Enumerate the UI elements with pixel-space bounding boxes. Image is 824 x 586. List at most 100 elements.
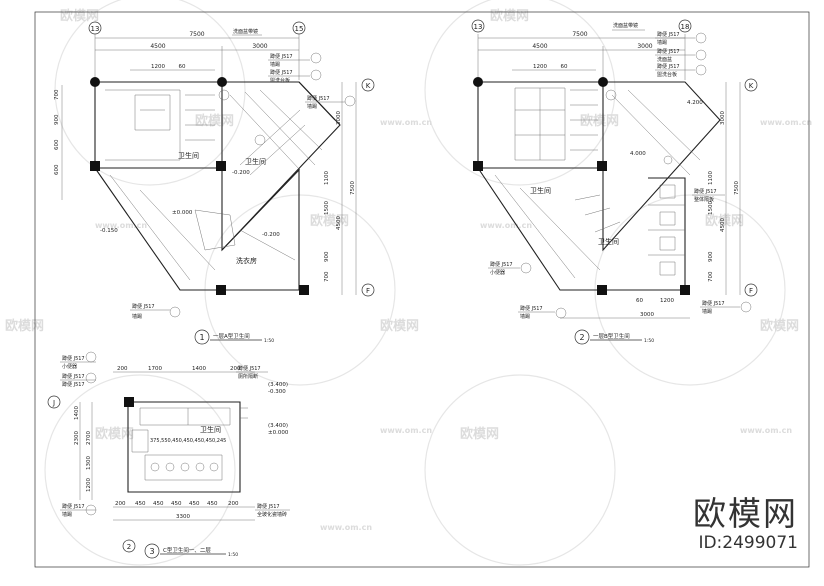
- callout-label: 盥洗台板: [657, 71, 677, 78]
- watermark-brand: 欧模网: [310, 213, 349, 229]
- column: [216, 161, 226, 171]
- axis-label: 2: [127, 543, 131, 551]
- dimension: 7500: [189, 31, 204, 38]
- plan-1: 13 15 K F 7500 4500 3000 1200 60 700 900…: [54, 21, 375, 345]
- dimension: 600: [54, 139, 60, 150]
- watermark-brand: 欧模网: [380, 318, 419, 334]
- watermark-brand: 欧模网: [195, 113, 234, 129]
- watermark-url: www.om.cn: [740, 426, 792, 435]
- level-mark: -0.200: [262, 232, 280, 238]
- axis-bubble: [122, 539, 136, 553]
- axis-label: 13: [474, 23, 483, 31]
- dimension: 4500: [336, 216, 342, 230]
- column: [90, 77, 100, 87]
- dimension: 1200: [86, 478, 92, 492]
- dimension: 1500: [708, 201, 714, 215]
- column: [90, 161, 100, 171]
- dimension: 200: [230, 366, 241, 372]
- callout-label: 蹲便 J517: [62, 503, 85, 510]
- axis-bubble: [744, 283, 758, 297]
- callout-label: 蹲便 J517: [702, 300, 725, 307]
- callout-label: 蹲便 J517: [62, 381, 85, 388]
- level-mark: ±0.000: [268, 430, 289, 436]
- callout-label: 蹲便 J517: [657, 63, 680, 70]
- callout-label: 墙踢: [132, 313, 142, 320]
- dimension: 450: [189, 501, 200, 507]
- watermark-url: www.om.cn: [480, 221, 532, 230]
- level-mark: -0.300: [268, 389, 286, 395]
- axis-label: 15: [295, 25, 304, 33]
- axis-label: K: [366, 82, 371, 90]
- watermark-brand: 欧模网: [760, 318, 799, 334]
- dimension: 1200: [151, 64, 165, 70]
- callout-label: 蹲便 J517: [270, 69, 293, 76]
- column: [680, 285, 690, 295]
- axis-bubble: [744, 78, 758, 92]
- dimension: 700: [54, 89, 60, 100]
- plan-3: J 2 200 1700 1400 200 1400 2300 2700 130…: [47, 351, 290, 559]
- dimension: 4500: [532, 43, 547, 50]
- dimension: 450: [153, 501, 164, 507]
- column: [598, 77, 608, 87]
- callout-label: 洗面盆带镜: [233, 28, 258, 35]
- dimension-chain: 375,550,450,450,450,450,245: [150, 438, 226, 444]
- callout-label: 墙踢: [307, 103, 317, 110]
- watermark-logo: 欧模网: [693, 494, 798, 533]
- callout-label: 墙踢: [657, 39, 667, 46]
- dimension: 1500: [324, 201, 330, 215]
- axis-label: 13: [91, 25, 100, 33]
- plan-2: 13 18 K F 7500 4500 3000 1200 60: [471, 19, 758, 345]
- room-name: 卫生间: [178, 151, 199, 160]
- drawing-caption: 一层B型卫生间: [593, 332, 630, 340]
- dimension: 60: [636, 298, 643, 304]
- axis-bubble: [678, 19, 692, 33]
- column: [473, 77, 483, 87]
- drawing-scale: 1:50: [264, 338, 274, 344]
- dimension: 450: [207, 501, 218, 507]
- dimension: 3000: [252, 43, 267, 50]
- column: [216, 285, 226, 295]
- watermark-brand: 欧模网: [460, 426, 499, 442]
- dimension: 1100: [708, 171, 714, 185]
- room-name: 卫生间: [598, 237, 619, 246]
- dimension: 200: [228, 501, 239, 507]
- caption-bubble: [574, 329, 590, 345]
- callout-label: 洗面盆带镜: [613, 22, 638, 29]
- callout-label: 蹲便 J517: [657, 48, 680, 55]
- watermark-badge: 欧模网 ID:2499071: [682, 496, 798, 554]
- column: [597, 161, 607, 171]
- caption-number: 1: [199, 333, 204, 342]
- callout-label: 蹲便 J517: [657, 31, 680, 38]
- callout-label: 厕所隔断: [238, 373, 258, 380]
- callout-label: 全玻化瓷墙砖: [257, 511, 287, 518]
- dimension: 900: [324, 251, 330, 262]
- drawing-caption: C型卫生间一、二层: [163, 546, 211, 554]
- axis-label: J: [52, 399, 55, 407]
- axis-bubble: [471, 19, 485, 33]
- level-mark: 4.000: [630, 151, 646, 157]
- watermark-brand: 欧模网: [60, 8, 99, 24]
- dimension: 1300: [86, 456, 92, 470]
- dimension: 700: [708, 271, 714, 282]
- dimension: 1400: [192, 366, 206, 372]
- caption-bubble: [194, 329, 210, 345]
- dimension: 600: [54, 164, 60, 175]
- dimension: 3000: [637, 43, 652, 50]
- room-name: 洗衣房: [236, 256, 257, 265]
- watermark-brand: 欧模网: [705, 213, 744, 229]
- dimension: 3300: [176, 514, 190, 520]
- dimension: 1100: [324, 171, 330, 185]
- dimension: 900: [54, 114, 60, 125]
- dimension: 60: [561, 64, 568, 70]
- column: [124, 397, 134, 407]
- level-mark: -0.150: [100, 228, 118, 234]
- level-mark: -0.200: [232, 170, 250, 176]
- column: [597, 285, 607, 295]
- callout-label: 蹲便 J517: [307, 95, 330, 102]
- axis-label: 18: [681, 23, 690, 31]
- watermark-url: www.om.cn: [380, 118, 432, 127]
- dimension: 200: [115, 501, 126, 507]
- callout-label: 蹲便 J517: [62, 373, 85, 380]
